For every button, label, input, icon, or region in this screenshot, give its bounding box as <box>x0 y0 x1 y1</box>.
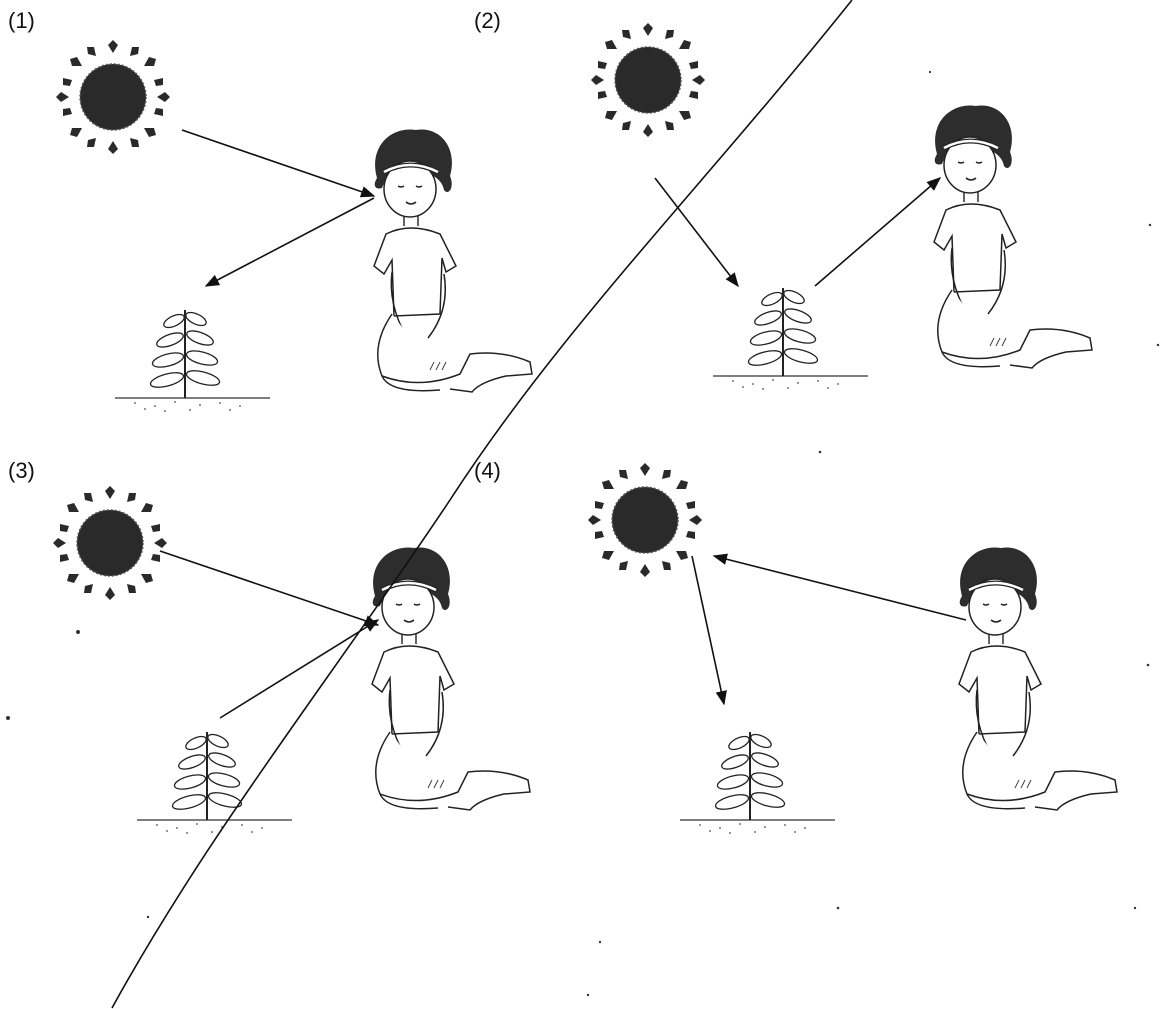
plant-icon <box>115 310 270 412</box>
girl-kneeling-icon <box>959 547 1117 810</box>
arrow-icon <box>182 130 374 196</box>
girl-kneeling-icon <box>374 129 532 392</box>
girl-kneeling-icon <box>372 547 530 810</box>
plant-icon <box>137 732 292 834</box>
sun-icon <box>591 23 705 137</box>
arrow-icon <box>160 551 378 625</box>
arrow-icon <box>655 178 738 286</box>
girl-kneeling-icon <box>934 105 1092 368</box>
sun-icon <box>56 40 170 154</box>
panel-2-diagram <box>591 23 1092 390</box>
sun-icon <box>588 463 702 577</box>
panel-1-diagram <box>56 40 532 412</box>
arrow-icon <box>714 556 966 620</box>
plant-icon <box>713 288 868 390</box>
arrow-icon <box>220 620 378 718</box>
arrow-icon <box>815 178 940 286</box>
diagonal-line <box>112 0 852 1008</box>
arrow-icon <box>206 198 374 286</box>
plant-icon <box>680 732 835 834</box>
panel-4-diagram <box>588 463 1117 834</box>
sun-icon <box>53 486 167 600</box>
panel-3-diagram <box>53 486 530 834</box>
arrow-icon <box>692 556 724 704</box>
